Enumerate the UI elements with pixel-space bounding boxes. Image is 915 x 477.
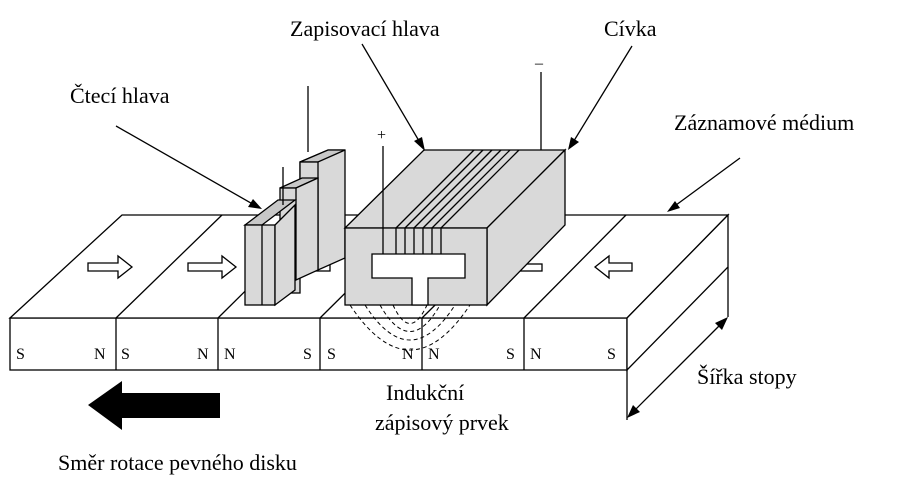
- inductive-element-label-line1: Indukční: [386, 380, 464, 405]
- field-arc: [349, 304, 471, 351]
- domain-boundary-top-5: [523, 214, 627, 319]
- domain-boundary-top-1: [115, 214, 223, 319]
- arrowhead: [568, 137, 579, 150]
- arrowhead: [414, 137, 425, 151]
- magnetization-arrow-right-1: [87, 254, 134, 280]
- rotation-direction-arrow: [88, 381, 220, 430]
- medium-leader: [671, 157, 741, 209]
- pole-letter: S: [303, 346, 312, 363]
- coil-winding: [431, 149, 511, 229]
- field-arc: [379, 304, 441, 332]
- magnetization-arrow-left-1: [593, 254, 633, 280]
- write-head-leader: [361, 43, 423, 147]
- read-head-slab-front-face: [244, 224, 276, 306]
- pole-letter: N: [402, 346, 414, 363]
- pole-letter: S: [121, 346, 130, 363]
- arrowhead: [627, 405, 640, 418]
- plus-sign: +: [377, 127, 386, 144]
- pole-letter: S: [327, 346, 336, 363]
- inductive-element-label-line2: zápisový prvek: [375, 410, 509, 435]
- pole-letter: N: [224, 346, 236, 363]
- write-head-gap: [371, 253, 466, 306]
- pole-letter: N: [530, 346, 542, 363]
- track-width-dimension: [626, 267, 729, 420]
- pole-letter: N: [94, 346, 106, 363]
- coil-winding: [413, 149, 493, 229]
- field-arc: [392, 304, 428, 324]
- pole-letter: S: [506, 346, 515, 363]
- read-head-label: Čtecí hlava: [70, 83, 170, 108]
- field-arc: [364, 304, 456, 341]
- arrowhead: [667, 201, 680, 212]
- pole-letter: S: [607, 346, 616, 363]
- track-width-label: Šířka stopy: [697, 364, 797, 389]
- coil-leader: [571, 45, 633, 145]
- coil-winding: [422, 149, 502, 229]
- track-width-arrow-line: [630, 320, 725, 415]
- arrowhead: [248, 199, 262, 209]
- minus-sign: –: [534, 55, 544, 72]
- coil-winding: [404, 149, 484, 229]
- coil-label: Cívka: [604, 16, 657, 41]
- rotation-direction-label: Směr rotace pevného disku: [58, 450, 297, 475]
- write-head: + –: [343, 55, 567, 307]
- pole-letter: S: [16, 346, 25, 363]
- pole-letter: N: [197, 346, 209, 363]
- read-head-slab-mid-side: [295, 176, 319, 282]
- medium-label: Záznamové médium: [674, 110, 854, 135]
- coil-winding: [440, 149, 520, 229]
- write-head-label: Zapisovací hlava: [290, 16, 440, 41]
- magnetization-arrow-right-2: [187, 254, 238, 280]
- coil-winding: [395, 149, 475, 229]
- pole-letter: N: [428, 346, 440, 363]
- read-head-slab-front-side: [274, 203, 296, 307]
- leader-lines: [115, 43, 741, 212]
- read-head-leader: [115, 125, 257, 207]
- magnetic-field-lines: [349, 304, 471, 351]
- arrowhead: [715, 317, 728, 330]
